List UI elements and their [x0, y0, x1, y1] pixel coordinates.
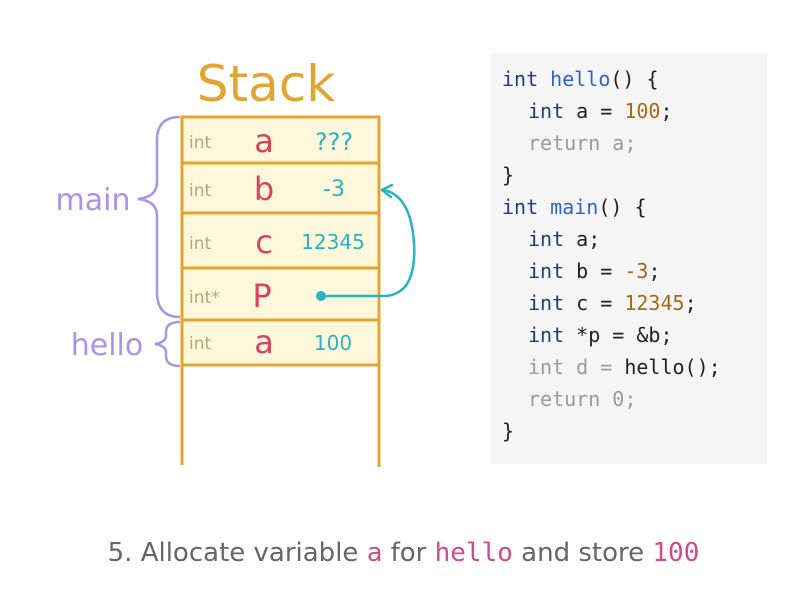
code-line: int *p = &b; [528, 323, 673, 347]
main-brace [137, 115, 181, 319]
cell-value: -3 [323, 177, 345, 202]
pointer-arrow [321, 188, 416, 298]
cell-value: 12345 [301, 230, 365, 254]
code-line: return a; [528, 131, 637, 155]
code-line: } [502, 163, 515, 187]
code-line: int a; [528, 227, 601, 251]
cell-name: b [254, 170, 274, 208]
stack-cell: int a ??? [180, 115, 381, 165]
hello-brace [154, 320, 181, 368]
stack-title: Stack [197, 55, 335, 113]
cell-type: int [189, 234, 211, 254]
cell-type: int [189, 181, 211, 201]
cell-type: int* [189, 288, 220, 308]
code-line: int a = 100; [528, 99, 673, 123]
code-line: int b = -3; [528, 259, 661, 283]
step-caption: 5. Allocate variable a for hello and sto… [107, 538, 700, 568]
cell-name: a [254, 323, 274, 361]
stack-cell: int b -3 [180, 161, 381, 215]
code-panel: int hello() { int a = 100; return a; } i… [491, 53, 767, 464]
code-line: int main() { [502, 195, 647, 219]
cell-name: P [252, 277, 271, 315]
cell-type: int [189, 133, 211, 153]
code-line: int hello() { [502, 67, 659, 91]
code-line: int d = hello(); [528, 355, 721, 379]
stack-cell: int* P [180, 266, 381, 322]
cell-value: ??? [315, 128, 353, 156]
stack-cell: int c 12345 [180, 211, 381, 270]
stack-cell: int a 100 [180, 318, 381, 367]
frame-label-hello: hello [71, 328, 144, 363]
arrow-head-icon [380, 183, 394, 199]
cell-value: 100 [314, 331, 352, 355]
code-line: return 0; [528, 387, 637, 411]
cell-name: c [255, 223, 273, 261]
cell-type: int [189, 334, 211, 354]
code-line: int c = 12345; [528, 291, 697, 315]
cell-name: a [254, 122, 274, 160]
frame-label-main: main [56, 183, 131, 218]
code-line: } [502, 419, 515, 443]
